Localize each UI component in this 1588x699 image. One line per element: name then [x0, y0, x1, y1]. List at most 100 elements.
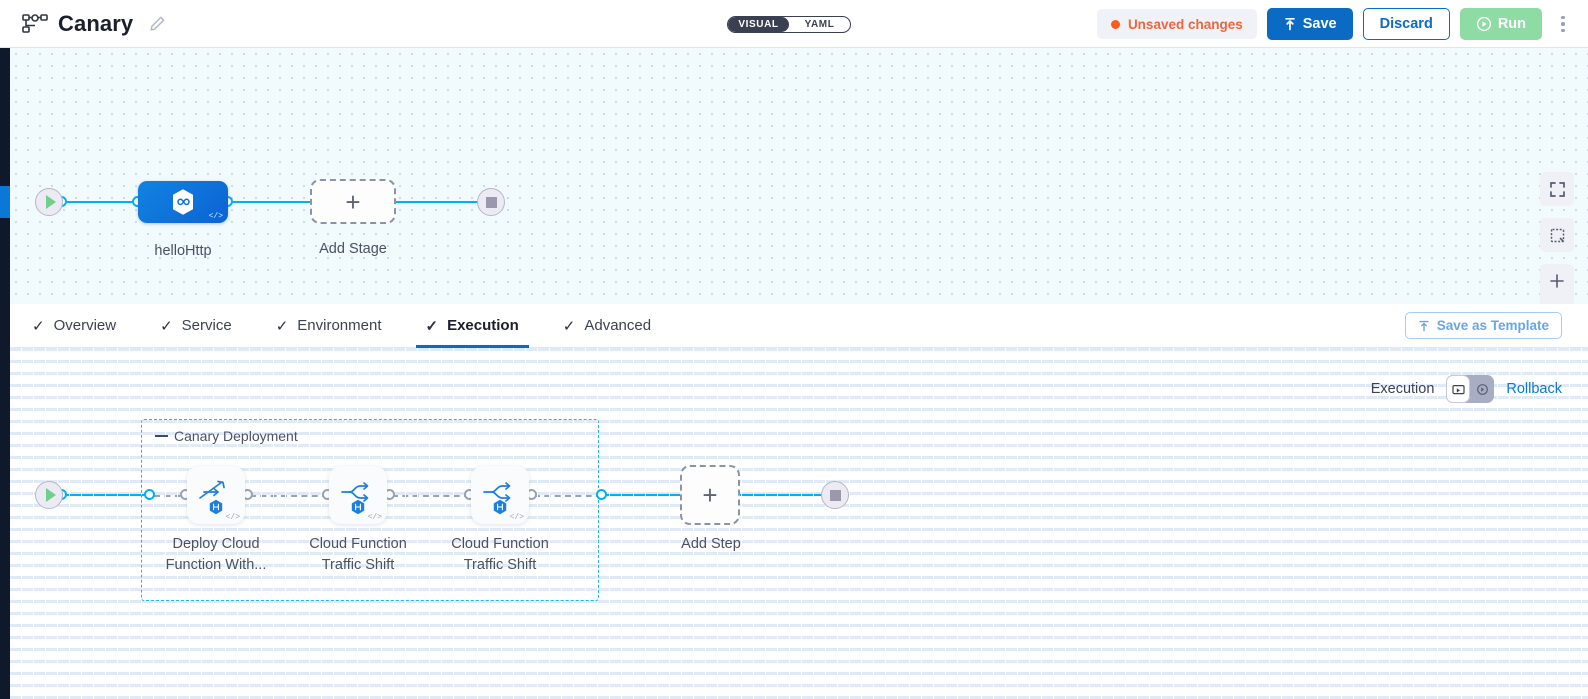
save-as-template-button[interactable]: Save as Template [1404, 312, 1562, 339]
execution-toolbar: Execution Rollback [1371, 375, 1562, 403]
stage-node-label-hellohttp: helloHttp [154, 243, 212, 259]
edge-start-to-hellohttp [62, 201, 156, 203]
start-play-icon [45, 195, 56, 209]
end-node[interactable] [477, 188, 505, 216]
tab-environment[interactable]: ✓ Environment [254, 304, 404, 348]
group-in-port [144, 489, 155, 500]
step-label-deploy-cloud-function: Deploy Cloud Function With... [156, 534, 276, 576]
step-label-line2: Traffic Shift [321, 557, 395, 573]
tab-service[interactable]: ✓ Service [138, 304, 254, 348]
execution-view-toggle[interactable] [1446, 375, 1495, 403]
stage-group-canary-deployment[interactable] [141, 419, 599, 601]
code-badge: </> [509, 513, 524, 522]
code-badge: </> [208, 212, 223, 221]
step-label-line1: Cloud Function [451, 536, 549, 552]
add-stage-label: Add Stage [319, 241, 387, 257]
unsaved-changes-label: Unsaved changes [1127, 16, 1243, 32]
step-node-traffic-shift-1[interactable]: </> [329, 466, 387, 524]
step-node-traffic-shift-2[interactable]: </> [471, 466, 529, 524]
check-icon: ✓ [425, 317, 439, 335]
tab-advanced-label: Advanced [584, 317, 652, 334]
execution-view-icon[interactable] [1446, 375, 1471, 403]
play-icon [1476, 16, 1492, 32]
page-title: Canary [58, 10, 134, 36]
check-icon: ✓ [160, 317, 173, 335]
zoom-in-icon[interactable] [1540, 264, 1574, 298]
tab-execution[interactable]: ✓ Execution [404, 304, 541, 348]
harness-badge-icon [350, 499, 366, 515]
stage-node-hellohttp[interactable]: </> [138, 181, 228, 223]
unsaved-dot-icon [1110, 19, 1120, 29]
save-button-label: Save [1302, 16, 1337, 32]
pipeline-icon [22, 13, 48, 35]
check-icon: ✓ [275, 317, 289, 335]
check-icon: ✓ [32, 317, 45, 335]
tab-execution-label: Execution [447, 317, 519, 334]
step-label-line1: Cloud Function [309, 536, 407, 552]
rollback-view-icon[interactable] [1470, 375, 1494, 403]
upload-icon [1283, 17, 1297, 31]
unsaved-changes-badge: Unsaved changes [1096, 9, 1257, 39]
fit-to-screen-icon[interactable] [1540, 218, 1574, 252]
add-stage-button[interactable]: + [310, 179, 396, 224]
top-bar-left: Canary [0, 11, 166, 37]
save-button[interactable]: Save [1266, 8, 1353, 40]
code-badge: </> [225, 513, 240, 522]
harness-badge-icon [492, 499, 508, 515]
discard-button-label: Discard [1379, 16, 1433, 32]
check-icon: ✓ [562, 317, 576, 335]
step-label-line2: Traffic Shift [463, 557, 537, 573]
harness-badge-icon [208, 499, 224, 515]
tab-environment-label: Environment [297, 317, 382, 334]
group-out-port [596, 489, 607, 500]
start-node[interactable] [35, 188, 63, 216]
top-bar-actions: Unsaved changes Save Discard Run [1096, 0, 1574, 48]
collapse-dash-icon[interactable] [155, 435, 168, 437]
edge-start-to-group [62, 494, 154, 496]
stop-square-icon [485, 196, 497, 208]
step-label-traffic-shift-2: Cloud Function Traffic Shift [440, 534, 560, 576]
code-badge: </> [367, 513, 382, 522]
edge-addstage-to-end [396, 201, 488, 203]
zoom-controls [1540, 264, 1574, 304]
mode-option-yaml[interactable]: YAML [804, 19, 835, 30]
execution-canvas[interactable]: Canary Deployment </> Deploy Cloud Funct… [10, 348, 1588, 699]
tab-overview[interactable]: ✓ Overview [10, 304, 138, 348]
tab-advanced[interactable]: ✓ Advanced [541, 304, 673, 348]
edge-group-to-step1 [154, 495, 202, 497]
end-node[interactable] [821, 481, 849, 509]
rollback-link[interactable]: Rollback [1506, 381, 1562, 397]
pencil-icon[interactable] [143, 15, 166, 32]
stage-group-title-label: Canary Deployment [174, 428, 298, 444]
plus-icon: + [345, 186, 361, 217]
tab-overview-label: Overview [53, 317, 117, 334]
left-nav-rail [0, 48, 10, 699]
canvas-controls [1540, 172, 1574, 304]
execution-label: Execution [1370, 381, 1435, 397]
step-label-traffic-shift-1: Cloud Function Traffic Shift [298, 534, 418, 576]
fullscreen-icon[interactable] [1540, 172, 1574, 206]
edge-hellohttp-to-addstage [226, 201, 326, 203]
left-nav-active-indicator [0, 186, 10, 218]
edge-group-to-addstep [598, 494, 690, 496]
top-bar: Canary VISUAL YAML Unsaved changes Save … [0, 0, 1588, 48]
save-as-template-label: Save as Template [1436, 318, 1549, 333]
discard-button[interactable]: Discard [1362, 8, 1450, 40]
mode-toggle[interactable]: VISUAL YAML [727, 16, 851, 33]
add-step-button[interactable]: + [680, 465, 740, 525]
run-button-label: Run [1497, 16, 1526, 32]
run-button[interactable]: Run [1459, 8, 1542, 40]
edge-step3-to-group-end [534, 495, 602, 497]
start-node[interactable] [35, 481, 63, 509]
mode-option-visual[interactable]: VISUAL [728, 17, 789, 32]
step-node-deploy-cloud-function[interactable]: </> [187, 466, 245, 524]
stop-square-icon [829, 489, 841, 501]
step-label-line2: Function With... [165, 557, 267, 573]
edge-step2-to-step3 [392, 495, 470, 497]
edge-addstep-to-end [740, 494, 832, 496]
template-upload-icon [1418, 320, 1430, 332]
add-step-label: Add Step [681, 536, 741, 552]
stage-canvas[interactable]: </> helloHttp + Add Stage [10, 48, 1588, 304]
step-label-line1: Deploy Cloud [172, 536, 260, 552]
kebab-menu-icon[interactable] [1552, 8, 1574, 40]
